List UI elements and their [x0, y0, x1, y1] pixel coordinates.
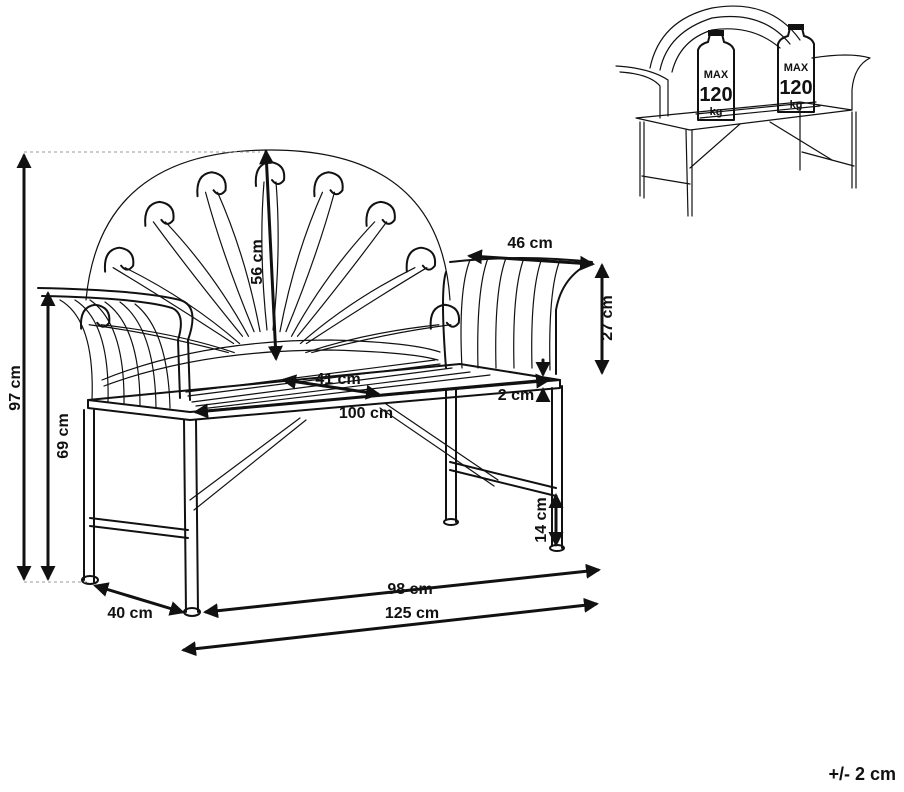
- fan-rib: [299, 267, 416, 345]
- load-badge-left: MAX 120 kg: [697, 30, 735, 121]
- load-capacity-thumbnail: MAX 120 kg MAX 120 kg: [615, 5, 871, 217]
- fan-rib: [164, 221, 250, 337]
- thumbnail-bench: [615, 5, 871, 217]
- armrest-length-arrow: [467, 249, 595, 271]
- fan-scroll: [365, 200, 396, 227]
- seat-depth-label: 41 cm: [315, 371, 360, 388]
- fan-rib: [305, 324, 440, 354]
- fan-scroll: [254, 161, 286, 187]
- backrest-height-label: 56 cm: [249, 239, 266, 284]
- seat-thickness-label: 2 cm: [498, 387, 534, 404]
- inner-leg-width-label: 98 cm: [387, 581, 432, 598]
- backrest-height-arrow: [259, 149, 283, 361]
- fan-rib: [216, 191, 261, 333]
- fan-scroll: [144, 200, 175, 227]
- load-badge-left-unit: kg: [710, 106, 723, 118]
- fan-rib: [152, 221, 244, 337]
- weight-handle-icon: [788, 24, 804, 30]
- fan-rib: [305, 267, 428, 345]
- weight-handle-icon: [708, 30, 724, 36]
- fan-scroll: [103, 246, 135, 273]
- right-armrest: [442, 257, 593, 375]
- fan-rib: [290, 221, 376, 337]
- load-badge-right: MAX 120 kg: [777, 24, 815, 113]
- load-badge-right-unit: kg: [790, 99, 803, 111]
- dimension-lines: [16, 149, 610, 657]
- total-width-label: 125 cm: [385, 605, 439, 622]
- armrest-height-label: 69 cm: [55, 413, 72, 458]
- load-badge-left-max: MAX: [704, 69, 729, 81]
- load-badge-left-value: 120: [699, 84, 732, 106]
- fan-scroll: [429, 303, 461, 330]
- armrest-length-label: 46 cm: [507, 235, 552, 252]
- left-armrest: [37, 287, 194, 409]
- fan-scroll: [313, 171, 344, 198]
- fan-rib: [204, 191, 255, 333]
- depth-arrow: [93, 582, 185, 616]
- ground-clearance-label: 14 cm: [533, 497, 550, 542]
- total-width-arrow: [181, 597, 599, 657]
- fan-scroll: [79, 303, 111, 330]
- seat-width-arrow: [193, 373, 551, 419]
- load-badge-right-value: 120: [779, 77, 812, 99]
- depth-label: 40 cm: [107, 605, 152, 622]
- fan-rib: [311, 324, 452, 354]
- fan-scroll: [196, 171, 227, 198]
- fan-rib: [296, 221, 388, 337]
- armrest-rise-label: 27 cm: [599, 295, 616, 340]
- tolerance-note: +/- 2 cm: [828, 764, 896, 784]
- fan-rib: [285, 191, 336, 333]
- dimension-labels: 97 cm 69 cm 56 cm 46 cm 27 cm 41 cm 100 …: [7, 235, 616, 622]
- seat-width-label: 100 cm: [339, 405, 393, 422]
- fan-rib: [112, 267, 235, 345]
- fan-rib: [279, 191, 324, 333]
- total-height-label: 97 cm: [7, 365, 24, 410]
- fan-scroll: [405, 246, 437, 273]
- load-badge-right-max: MAX: [784, 62, 809, 74]
